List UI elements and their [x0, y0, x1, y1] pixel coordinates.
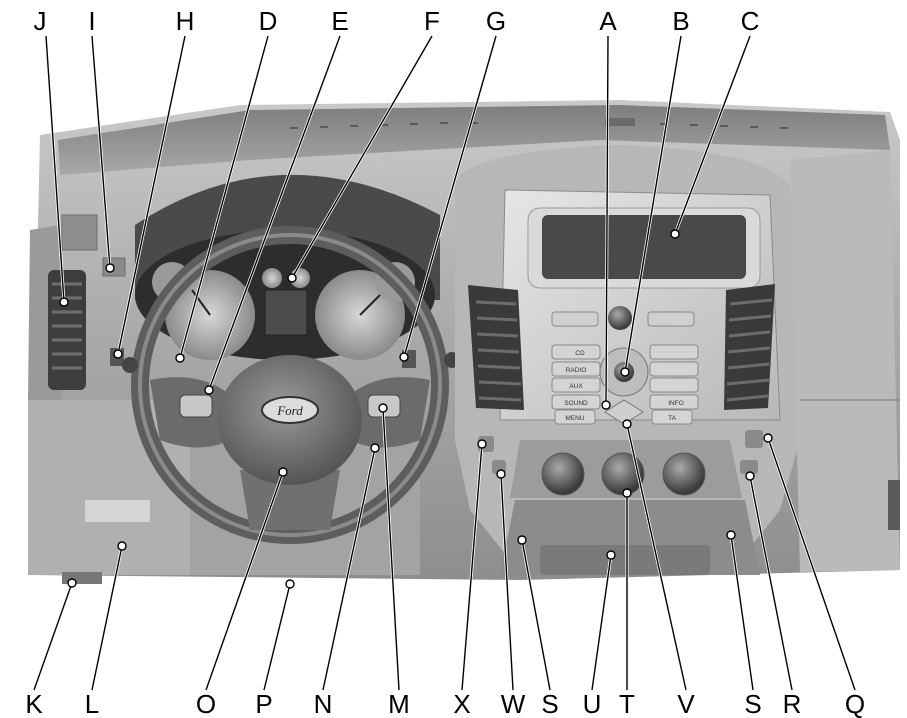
callout-label-k: K [25, 689, 43, 718]
callout-label-m: M [388, 689, 410, 718]
radio-cd-label: CD [575, 350, 585, 357]
dashboard-illustration: Ford [28, 100, 900, 584]
callout-label-h: H [176, 6, 195, 36]
callout-label-s-left: S [541, 689, 558, 718]
callout-label-q: Q [845, 689, 865, 718]
radio-sound-label: SOUND [564, 400, 588, 407]
callout-label-r: R [783, 689, 802, 718]
callout-label-d: D [259, 6, 278, 36]
callout-label-g: G [486, 6, 506, 36]
callout-label-t: T [619, 689, 635, 718]
callout-label-i: I [88, 6, 95, 36]
callout-label-s-right: S [744, 689, 761, 718]
ford-logo-text: Ford [276, 403, 303, 418]
callout-label-c: C [741, 6, 760, 36]
callout-label-o: O [196, 689, 216, 718]
callout-label-b: B [672, 6, 689, 36]
callout-label-e: E [331, 6, 348, 36]
callout-label-w: W [501, 689, 526, 718]
callout-label-j: J [34, 6, 47, 36]
radio-radio-label: RADIO [566, 367, 587, 374]
radio-aux-label: AUX [569, 383, 583, 390]
callout-label-n: N [314, 689, 333, 718]
callout-label-a: A [599, 6, 617, 36]
steering-wheel: Ford [131, 226, 449, 544]
callout-label-u: U [583, 689, 602, 718]
radio-ta-label: TA [668, 415, 676, 422]
callout-label-f: F [424, 6, 440, 36]
callout-label-x: X [453, 689, 470, 718]
callout-label-l: L [85, 689, 99, 718]
callout-labels: A B C D E F G H I J K L O P N M X W S U … [25, 6, 865, 718]
callout-label-p: P [255, 689, 272, 718]
radio-menu-label: MENU [565, 415, 584, 422]
radio-info-label: INFO [668, 400, 684, 407]
callout-label-v: V [677, 689, 695, 718]
leader-lines [32, 35, 857, 691]
